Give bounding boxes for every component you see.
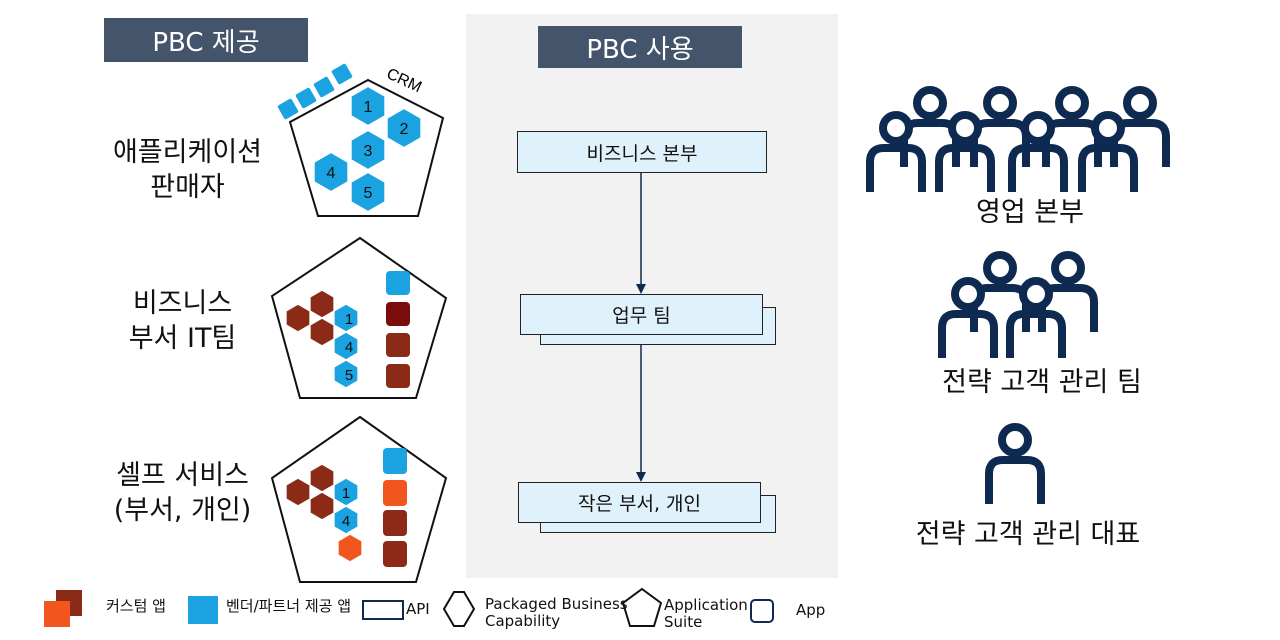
hex-number: 2	[400, 121, 409, 138]
app-block-custom	[386, 302, 410, 326]
group-label-sales-division: 영업 본부	[976, 197, 1084, 228]
legend-suite-line1: Application	[664, 596, 748, 614]
provider-label-app-vendor: 애플리케이션 판매자	[100, 135, 275, 205]
legend-api-label: API	[406, 600, 430, 618]
api-block	[277, 98, 299, 120]
api-block	[295, 87, 317, 109]
app-block-vendor	[386, 271, 410, 295]
hex-number: 1	[364, 99, 373, 116]
legend-pbc-line2: Capability	[485, 612, 561, 630]
app-block-vendor	[383, 448, 407, 474]
app-block-custom	[386, 333, 410, 357]
provider-label-line1: 셀프 서비스	[116, 460, 249, 491]
hex-number: 1	[342, 485, 350, 502]
legend-shapes	[44, 587, 774, 627]
api-block	[313, 76, 335, 98]
legend-app-shape	[750, 599, 774, 623]
provider-label-line1: 애플리케이션	[112, 137, 263, 168]
api-block	[331, 63, 353, 85]
legend-pbc-label: Packaged Business Capability	[485, 596, 628, 630]
hex-number: 3	[364, 143, 373, 160]
legend-pbc-line1: Packaged Business	[485, 595, 628, 613]
provider-label-self-service: 셀프 서비스 (부서, 개인)	[100, 458, 265, 528]
provider-label-line2: 부서 IT팀	[128, 323, 237, 354]
provider-label-line1: 비즈니스	[132, 288, 233, 319]
group-label-strategic-rep: 전략 고객 관리 대표	[915, 519, 1141, 550]
legend-vendor-app-label: 벤더/파트너 제공 앱	[226, 597, 351, 615]
provider-label-business-it: 비즈니스 부서 IT팀	[100, 286, 265, 356]
legend-suite-label: Application Suite	[664, 597, 748, 631]
application-suite-self-service: 1 4	[270, 415, 448, 583]
app-block-custom	[383, 510, 407, 536]
hex-number: 5	[345, 367, 353, 384]
legend-app-label: App	[796, 601, 826, 619]
flow-box-small-dept: 작은 부서, 개인	[518, 482, 761, 523]
hex-number: 4	[342, 513, 350, 530]
legend-vendor-app-swatch	[188, 596, 218, 624]
flow-arrows	[636, 173, 646, 482]
legend-custom-app-label: 커스텀 앱	[106, 597, 166, 615]
app-block-custom	[386, 364, 410, 388]
legend-api-shape	[362, 600, 404, 620]
legend-suite-pentagon	[621, 587, 663, 627]
app-block-custom	[383, 480, 407, 506]
hex-number: 4	[345, 339, 353, 356]
provider-label-line2: 판매자	[150, 172, 225, 203]
application-suite-crm: CRM 1 2 3 4 5	[277, 63, 445, 217]
flow-box-work-team: 업무 팀	[520, 294, 763, 335]
group-label-strategic-team: 전략 고객 관리 팀	[942, 367, 1142, 398]
app-block-custom	[383, 541, 407, 567]
hex-number: 4	[327, 165, 336, 182]
provider-label-line2: (부서, 개인)	[113, 495, 252, 526]
legend-custom-app-swatch-front	[44, 601, 70, 627]
strategic-account-team-people-icon	[942, 255, 1094, 358]
pbc-use-header: PBC 사용	[538, 26, 742, 68]
legend-pbc-hexagon	[442, 591, 476, 627]
application-suite-business-it: 1 4 5	[270, 236, 448, 399]
pbc-provide-header: PBC 제공	[104, 18, 308, 62]
hex-number: 5	[364, 185, 373, 202]
hex-number: 1	[345, 311, 353, 328]
legend-suite-line2: Suite	[664, 613, 703, 631]
flow-box-business-division: 비즈니스 본부	[517, 131, 767, 173]
sales-division-people-icon	[870, 90, 1166, 192]
strategic-account-rep-person-icon	[989, 427, 1041, 504]
